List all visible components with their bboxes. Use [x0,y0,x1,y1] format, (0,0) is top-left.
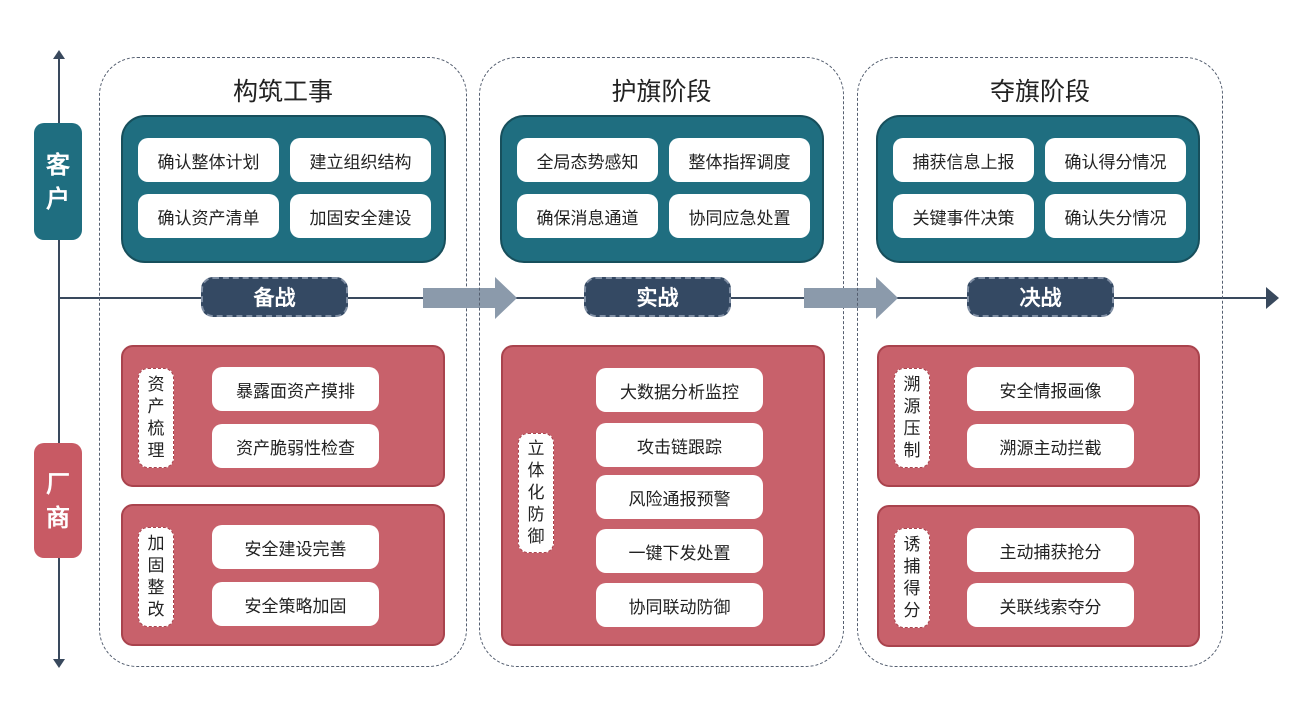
flow-arrow-icon [423,277,517,319]
label-char: 加 [147,534,165,554]
vendor-item: 一键下发处置 [596,529,763,573]
side-label-client: 客 户 [34,123,82,240]
side-label-char: 商 [46,503,70,532]
vendor-group-label: 资 产 梳 理 [138,368,174,468]
side-label-vendor: 厂 商 [34,443,82,558]
vendor-item: 攻击链跟踪 [596,423,763,467]
client-task: 确认整体计划 [138,138,279,182]
label-char: 诱 [903,535,921,555]
label-char: 体 [527,461,545,481]
vendor-group-label: 立 体 化 防 御 [518,433,554,553]
client-task: 关键事件决策 [893,194,1034,238]
phase-title: 护旗阶段 [611,77,712,106]
vertical-axis [58,55,60,662]
axis-up-arrow-icon [53,50,65,59]
label-char: 化 [527,483,545,503]
phase-panel-2 [479,57,844,667]
stage-label: 备战 [201,277,348,317]
vendor-item: 主动捕获抢分 [967,528,1134,572]
phase-panel-3 [857,57,1223,667]
label-char: 源 [903,397,921,417]
vendor-item: 安全策略加固 [212,582,379,626]
phase-title: 夺旗阶段 [989,77,1090,106]
vendor-item: 安全建设完善 [212,525,379,569]
side-label-char: 客 [46,150,70,179]
vendor-group-label: 加 固 整 改 [138,527,174,627]
timeline-arrow-icon [1266,287,1279,309]
client-task: 确认得分情况 [1045,138,1186,182]
client-task: 确认失分情况 [1045,194,1186,238]
label-char: 压 [903,419,921,439]
label-char: 分 [903,601,921,621]
vendor-item: 风险通报预警 [596,475,763,519]
client-task: 确保消息通道 [517,194,658,238]
label-char: 改 [147,600,165,620]
label-char: 御 [527,527,545,547]
client-task: 全局态势感知 [517,138,658,182]
vendor-item: 关联线索夺分 [967,583,1134,627]
client-task: 确认资产清单 [138,194,279,238]
vendor-item: 暴露面资产摸排 [212,367,379,411]
phase-panel-1 [99,57,467,667]
label-char: 整 [147,578,165,598]
client-task: 建立组织结构 [290,138,431,182]
vendor-item: 协同联动防御 [596,583,763,627]
client-task: 整体指挥调度 [669,138,810,182]
vendor-group-label: 溯 源 压 制 [894,368,930,468]
vendor-item: 溯源主动拦截 [967,424,1134,468]
label-char: 产 [147,397,165,417]
label-char: 溯 [903,375,921,395]
side-label-char: 厂 [46,469,70,498]
flow-arrow-icon [804,277,898,319]
stage-label: 实战 [584,277,731,317]
label-char: 理 [147,441,165,461]
vendor-item: 安全情报画像 [967,367,1134,411]
vendor-item: 大数据分析监控 [596,368,763,412]
vendor-group-label: 诱 捕 得 分 [894,528,930,628]
label-char: 立 [527,439,545,459]
axis-down-arrow-icon [53,659,65,668]
label-char: 捕 [903,557,921,577]
side-label-char: 户 [46,184,70,213]
stage-label: 决战 [967,277,1114,317]
label-char: 得 [903,579,921,599]
label-char: 防 [527,505,545,525]
client-task: 协同应急处置 [669,194,810,238]
phase-title: 构筑工事 [232,77,333,106]
label-char: 梳 [147,419,165,439]
label-char: 资 [147,375,165,395]
label-char: 制 [903,441,921,461]
client-task: 加固安全建设 [290,194,431,238]
client-task: 捕获信息上报 [893,138,1034,182]
label-char: 固 [147,556,165,576]
vendor-item: 资产脆弱性检查 [212,424,379,468]
